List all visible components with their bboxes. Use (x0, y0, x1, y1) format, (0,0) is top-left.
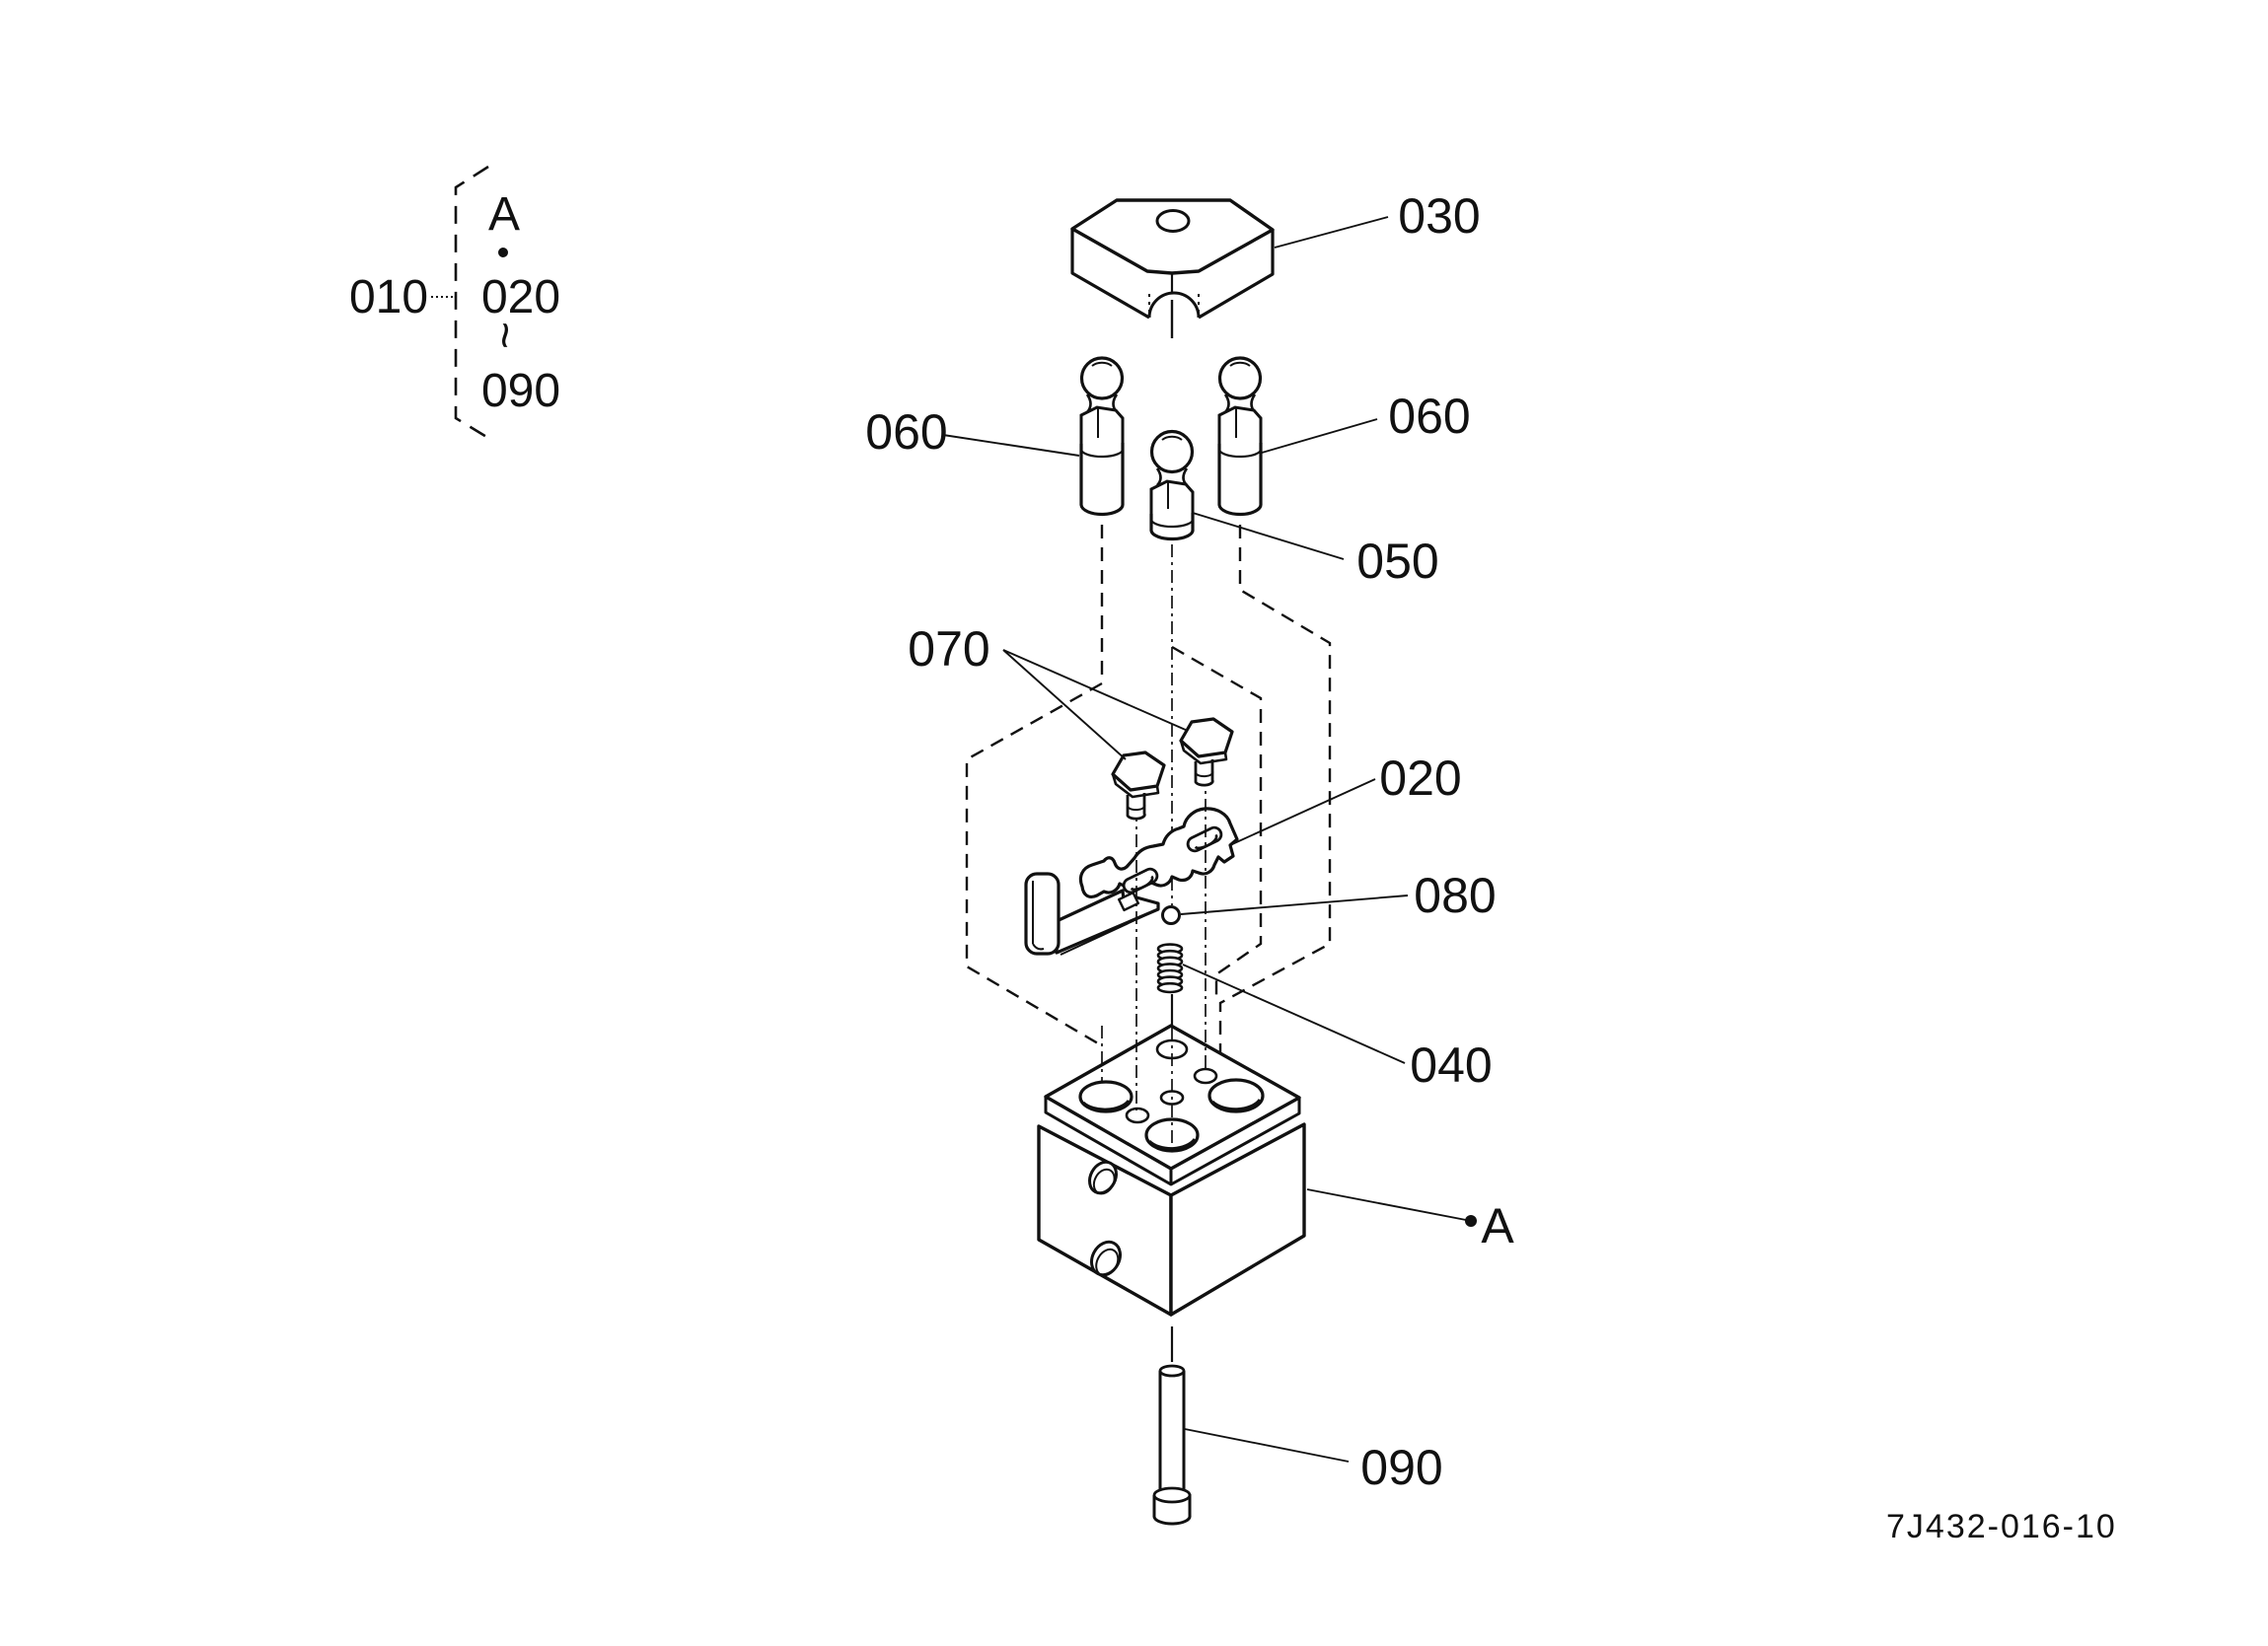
cap-top-face (1070, 198, 1275, 275)
plunger-collar-washer-line (1149, 518, 1195, 529)
envelope-left (965, 525, 1104, 1045)
part-060-plunger-left (1079, 356, 1125, 517)
pin-head-top (1152, 1486, 1192, 1504)
callout-020: 020 (1379, 751, 1461, 806)
legend-group: A 010 020 ~ 090 (349, 165, 560, 440)
legend-dot (498, 248, 508, 257)
part-block-body (1037, 1024, 1306, 1317)
part-070-bolt-left (1111, 751, 1166, 821)
callout-view-a: A (1481, 1198, 1514, 1253)
cap-notch-arc (1147, 291, 1201, 319)
plunger-ball (1149, 429, 1195, 474)
callout-040: 040 (1410, 1038, 1492, 1093)
part-090-pin (1152, 1326, 1192, 1526)
bracket-plate (1078, 807, 1239, 898)
legend-range-end: 090 (481, 365, 560, 417)
envelope-right-inner (1171, 645, 1263, 998)
plunger-body (1079, 443, 1125, 517)
callout-030: 030 (1398, 188, 1480, 244)
plate-bore-left (1078, 1080, 1134, 1113)
leader-060-right (1261, 418, 1378, 454)
plunger-ball-cap-arc (1161, 435, 1183, 441)
envelope-right-outer (1218, 525, 1332, 1065)
legend-range-separator: ~ (478, 322, 531, 349)
leader-030 (1274, 216, 1389, 249)
plunger-ball (1079, 356, 1125, 400)
part-080-ball (1161, 905, 1181, 925)
pin-shaft-sides (1158, 1371, 1186, 1495)
plate-bore-right-counterbore (1210, 1099, 1262, 1111)
leader-060-left (942, 434, 1080, 457)
plunger-collar-washer-line (1079, 448, 1125, 459)
part-050-plunger-short (1149, 429, 1195, 541)
bolt-shank (1126, 793, 1146, 821)
bracket-hook-inner-edge (1032, 881, 1045, 951)
leader-view-a (1306, 1188, 1467, 1221)
callout-060-left: 060 (865, 404, 947, 460)
leader-080 (1180, 895, 1409, 915)
leader-020 (1231, 778, 1376, 845)
pin-top (1158, 1364, 1186, 1378)
leader-070-a (1002, 649, 1127, 760)
leader-040 (1182, 964, 1406, 1064)
bolt-head-thickness (1111, 773, 1160, 799)
legend-dashed-bracket (454, 165, 489, 440)
plate-bore-left-counterbore (1081, 1100, 1131, 1111)
block-side-bore-upper (1088, 1160, 1118, 1195)
bolt-shank-line (1127, 804, 1146, 812)
view-a-dot (1465, 1215, 1477, 1227)
assembly-envelope-dashed (965, 525, 1332, 1065)
block-side-bore-lower (1090, 1240, 1122, 1277)
cap-notch-hidden-edges (1148, 294, 1200, 316)
leader-070-b (1002, 649, 1189, 732)
bolt-centerlines (1135, 773, 1207, 1110)
part-040-spring (1156, 943, 1184, 994)
bracket-slot-left (1122, 867, 1159, 895)
leader-050 (1192, 512, 1345, 560)
plate-hole-bolt-left (1125, 1107, 1150, 1124)
part-030-cap (1070, 198, 1275, 338)
callout-070: 070 (908, 621, 989, 677)
cap-top-hole (1155, 209, 1191, 233)
plate-bore-right (1207, 1078, 1265, 1113)
bracket-slot-right (1186, 825, 1223, 853)
cap-front-left-face (1070, 229, 1150, 320)
callout-080: 080 (1414, 868, 1496, 923)
cap-front-right-face (1198, 230, 1275, 320)
block-right-face (1169, 1122, 1306, 1317)
callout-050: 050 (1356, 534, 1438, 589)
legend-view-letter: A (488, 188, 520, 241)
centerlines-into-block (1101, 1026, 1173, 1146)
plunger-ball-cap-arc (1091, 361, 1113, 367)
part-070-bolt-right (1179, 717, 1234, 787)
bolt-head-hex (1111, 751, 1166, 792)
part-060-plunger-right (1217, 356, 1263, 517)
legend-group-number: 010 (349, 271, 428, 323)
plate-bore-front-counterbore (1147, 1138, 1197, 1151)
plate-hole-bolt-right (1193, 1067, 1218, 1085)
leader-lines (942, 216, 1467, 1463)
leader-090 (1184, 1428, 1350, 1463)
bracket-bar-thickness-line (1060, 909, 1157, 956)
legend-range-start: 020 (481, 271, 560, 323)
bracket-hook (1024, 872, 1061, 956)
part-020-bracket (1024, 807, 1239, 956)
bracket-base-bar (1055, 889, 1160, 955)
callout-labels: 030 060 060 050 070 020 080 040 A 090 (865, 188, 1514, 1495)
callout-060-right: 060 (1388, 389, 1470, 444)
callout-090: 090 (1360, 1440, 1442, 1495)
drawing-number: 7J432-016-10 (1886, 1508, 2117, 1545)
